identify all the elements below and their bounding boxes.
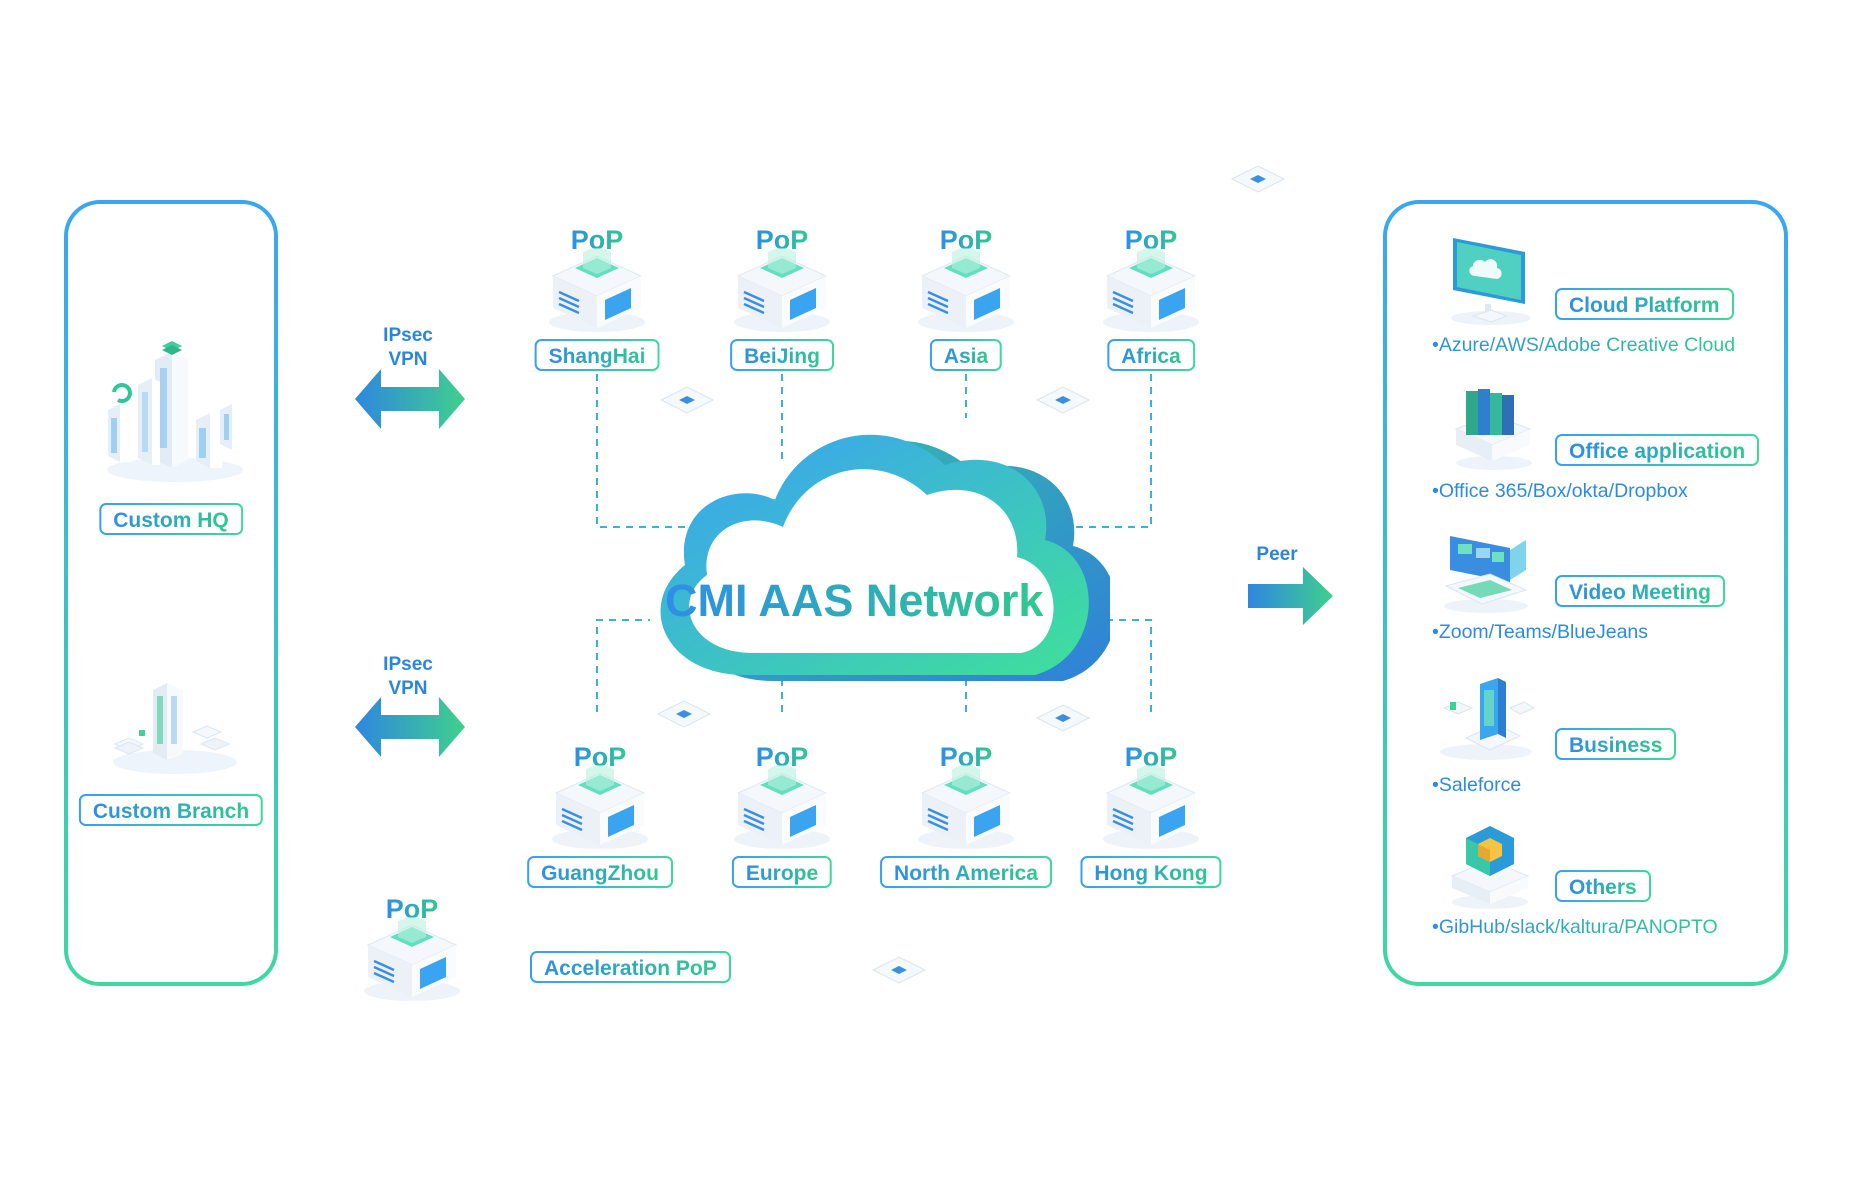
branch-office-icon — [113, 683, 237, 774]
chip-icon — [656, 700, 712, 728]
pop-location-label: Europe — [732, 856, 832, 888]
pop-server-icon — [552, 765, 648, 849]
custom-hq-label: Custom HQ — [99, 503, 243, 535]
peer-label: Peer — [1256, 544, 1298, 565]
customer-panel — [64, 200, 278, 986]
pop-server-icon — [918, 765, 1014, 849]
cloud-network-icon — [660, 434, 1110, 681]
pop-location-label: BeiJing — [730, 339, 834, 371]
chip-icon — [659, 386, 715, 414]
books-icon — [1454, 389, 1532, 470]
pop-server-icon — [918, 248, 1014, 332]
chip-icon — [1035, 704, 1091, 732]
service-description: •Azure/AWS/Adobe Creative Cloud — [1432, 334, 1736, 356]
service-name: Cloud Platform — [1555, 288, 1734, 320]
service-description: •Saleforce — [1432, 774, 1522, 796]
service-description: •Zoom/Teams/BlueJeans — [1432, 621, 1649, 643]
pop-location-label: ShangHai — [535, 339, 660, 371]
pop-location-label: GuangZhou — [527, 856, 673, 888]
service-description: •GibHub/slack/kaltura/PANOPTO — [1432, 916, 1718, 938]
service-name: Video Meeting — [1555, 575, 1725, 607]
pop-location-label: Asia — [930, 339, 1002, 371]
service-name: Office application — [1555, 434, 1759, 466]
monitor-cloud-icon — [1451, 238, 1531, 325]
service-name: Business — [1555, 728, 1676, 760]
pop-server-icon — [1103, 765, 1199, 849]
chip-icon — [1035, 386, 1091, 414]
double-arrow-icon — [355, 369, 465, 429]
pop-server-icon — [734, 248, 830, 332]
service-name: Others — [1555, 870, 1651, 902]
cube-icon — [1450, 826, 1530, 909]
pop-location-label: Hong Kong — [1080, 856, 1221, 888]
right-arrow-icon — [1248, 567, 1333, 625]
pop-server-icon — [364, 917, 460, 1001]
laptop-video-icon — [1444, 536, 1528, 613]
acceleration-pop-label: Acceleration PoP — [530, 951, 731, 983]
double-arrow-icon — [355, 697, 465, 757]
pop-server-icon — [549, 248, 645, 332]
pop-server-icon — [734, 765, 830, 849]
pop-location-label: Africa — [1107, 339, 1195, 371]
chip-icon — [871, 956, 927, 984]
pop-server-icon — [1103, 248, 1199, 332]
phone-business-icon — [1440, 678, 1536, 760]
pop-location-label: North America — [880, 856, 1052, 888]
headquarters-buildings-icon — [107, 341, 243, 482]
network-title: CMI AAS Network — [665, 575, 1044, 626]
service-description: •Office 365/Box/okta/Dropbox — [1432, 480, 1688, 502]
custom-branch-label: Custom Branch — [79, 794, 263, 826]
chip-icon — [1230, 165, 1286, 193]
